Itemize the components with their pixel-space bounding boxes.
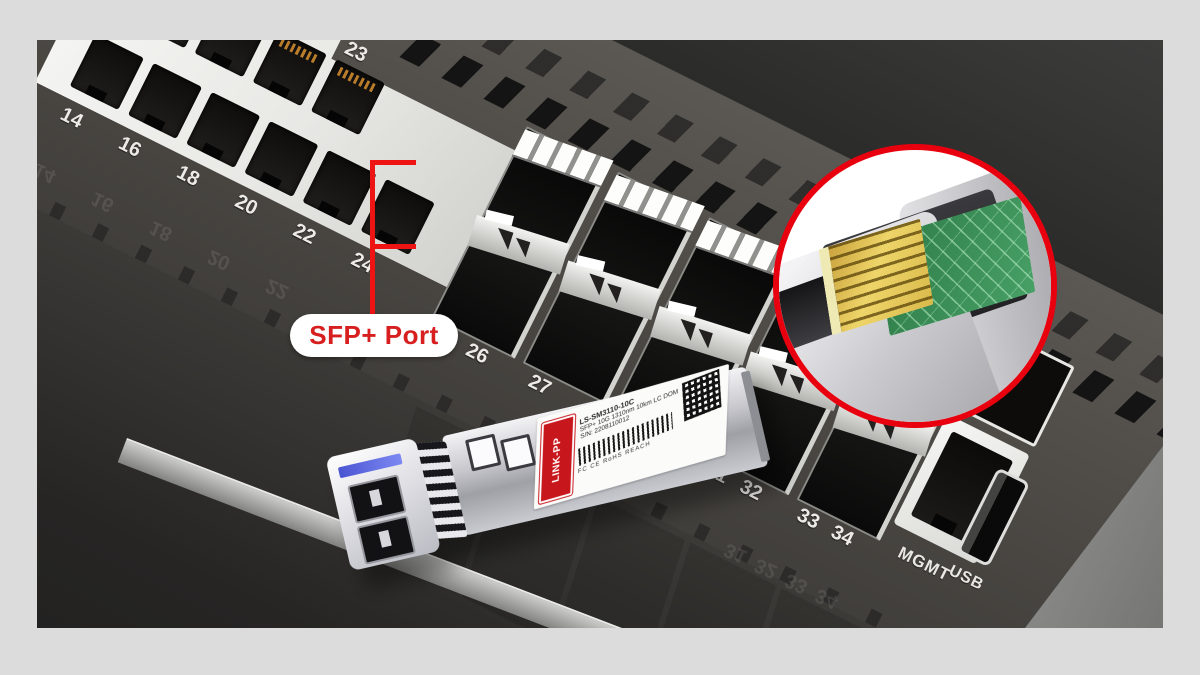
annotation-line-vertical	[370, 160, 375, 320]
cage-bale-band	[467, 209, 570, 275]
lc-latch-tab	[378, 529, 392, 548]
cage-arrow-mark	[675, 318, 696, 341]
cage-tab	[484, 209, 515, 226]
annotation-line-top	[370, 160, 416, 165]
cage-arrow-mark	[492, 227, 514, 250]
cage-arrow-mark	[602, 283, 622, 304]
rj45-clip-notch	[930, 513, 958, 536]
sfp-port-annotation-pill: SFP+ Port	[290, 314, 458, 357]
lc-latch-tab	[368, 488, 383, 507]
cage-bale-band	[558, 255, 661, 321]
cage-arrow-mark	[511, 237, 531, 258]
gold-finger-callout-circle	[773, 144, 1057, 428]
cage-arrow-mark	[693, 328, 713, 349]
annotation-line-middle	[370, 244, 416, 249]
cage-tab	[575, 255, 606, 272]
cage-arrow-mark	[583, 273, 605, 296]
lc-port-opening	[356, 515, 417, 565]
sfp-port-annotation-text: SFP+ Port	[309, 320, 439, 350]
cage-tab	[667, 300, 697, 317]
link-pp-logo: LINK-PP	[537, 412, 577, 506]
